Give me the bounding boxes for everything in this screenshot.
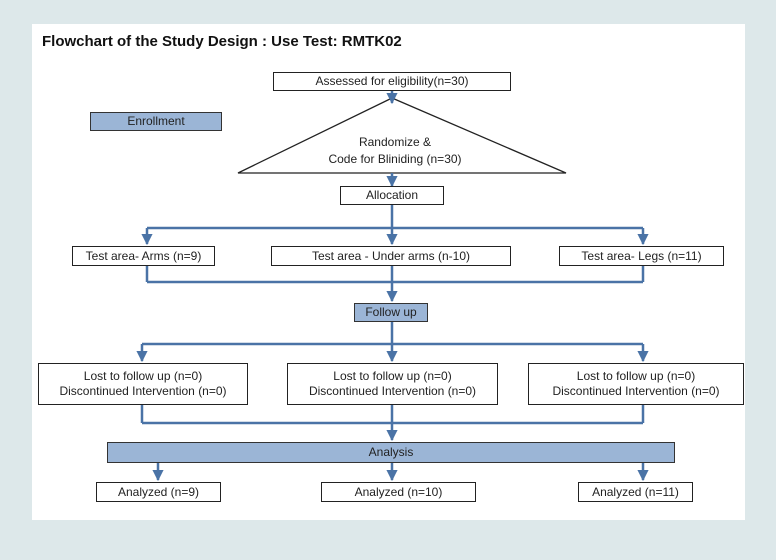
randomize-triangle: [237, 97, 567, 174]
test-area-arms-box: Test area- Arms (n=9): [72, 246, 215, 266]
lost-followup-box-1: Lost to follow up (n=0) Discontinued Int…: [38, 363, 248, 405]
test-area-underarms-box: Test area - Under arms (n-10): [271, 246, 511, 266]
analysis-label: Analysis: [107, 442, 675, 463]
lost-line-2: Lost to follow up (n=0): [333, 369, 452, 383]
lost-followup-box-3: Lost to follow up (n=0) Discontinued Int…: [528, 363, 744, 405]
test-area-legs-box: Test area- Legs (n=11): [559, 246, 724, 266]
eligibility-box: Assessed for eligibility(n=30): [273, 72, 511, 91]
lost-line-3: Lost to follow up (n=0): [576, 369, 696, 383]
diagram-title: Flowchart of the Study Design : Use Test…: [42, 33, 402, 50]
allocation-box: Allocation: [340, 186, 444, 205]
follow-up-label: Follow up: [354, 303, 428, 322]
lost-line-1: Lost to follow up (n=0): [83, 369, 203, 383]
discontinued-line-2: Discontinued Intervention (n=0): [308, 384, 477, 398]
analyzed-box-3: Analyzed (n=11): [578, 482, 693, 502]
discontinued-line-3: Discontinued Intervention (n=0): [552, 384, 720, 398]
randomize-line-2: Code for Bliniding (n=30): [328, 152, 462, 166]
randomize-line-1: Randomize &: [358, 135, 432, 149]
analyzed-box-2: Analyzed (n=10): [321, 482, 476, 502]
enrollment-label: Enrollment: [90, 112, 222, 131]
discontinued-line-1: Discontinued Intervention (n=0): [59, 384, 227, 398]
lost-followup-box-2: Lost to follow up (n=0) Discontinued Int…: [287, 363, 498, 405]
analyzed-box-1: Analyzed (n=9): [96, 482, 221, 502]
